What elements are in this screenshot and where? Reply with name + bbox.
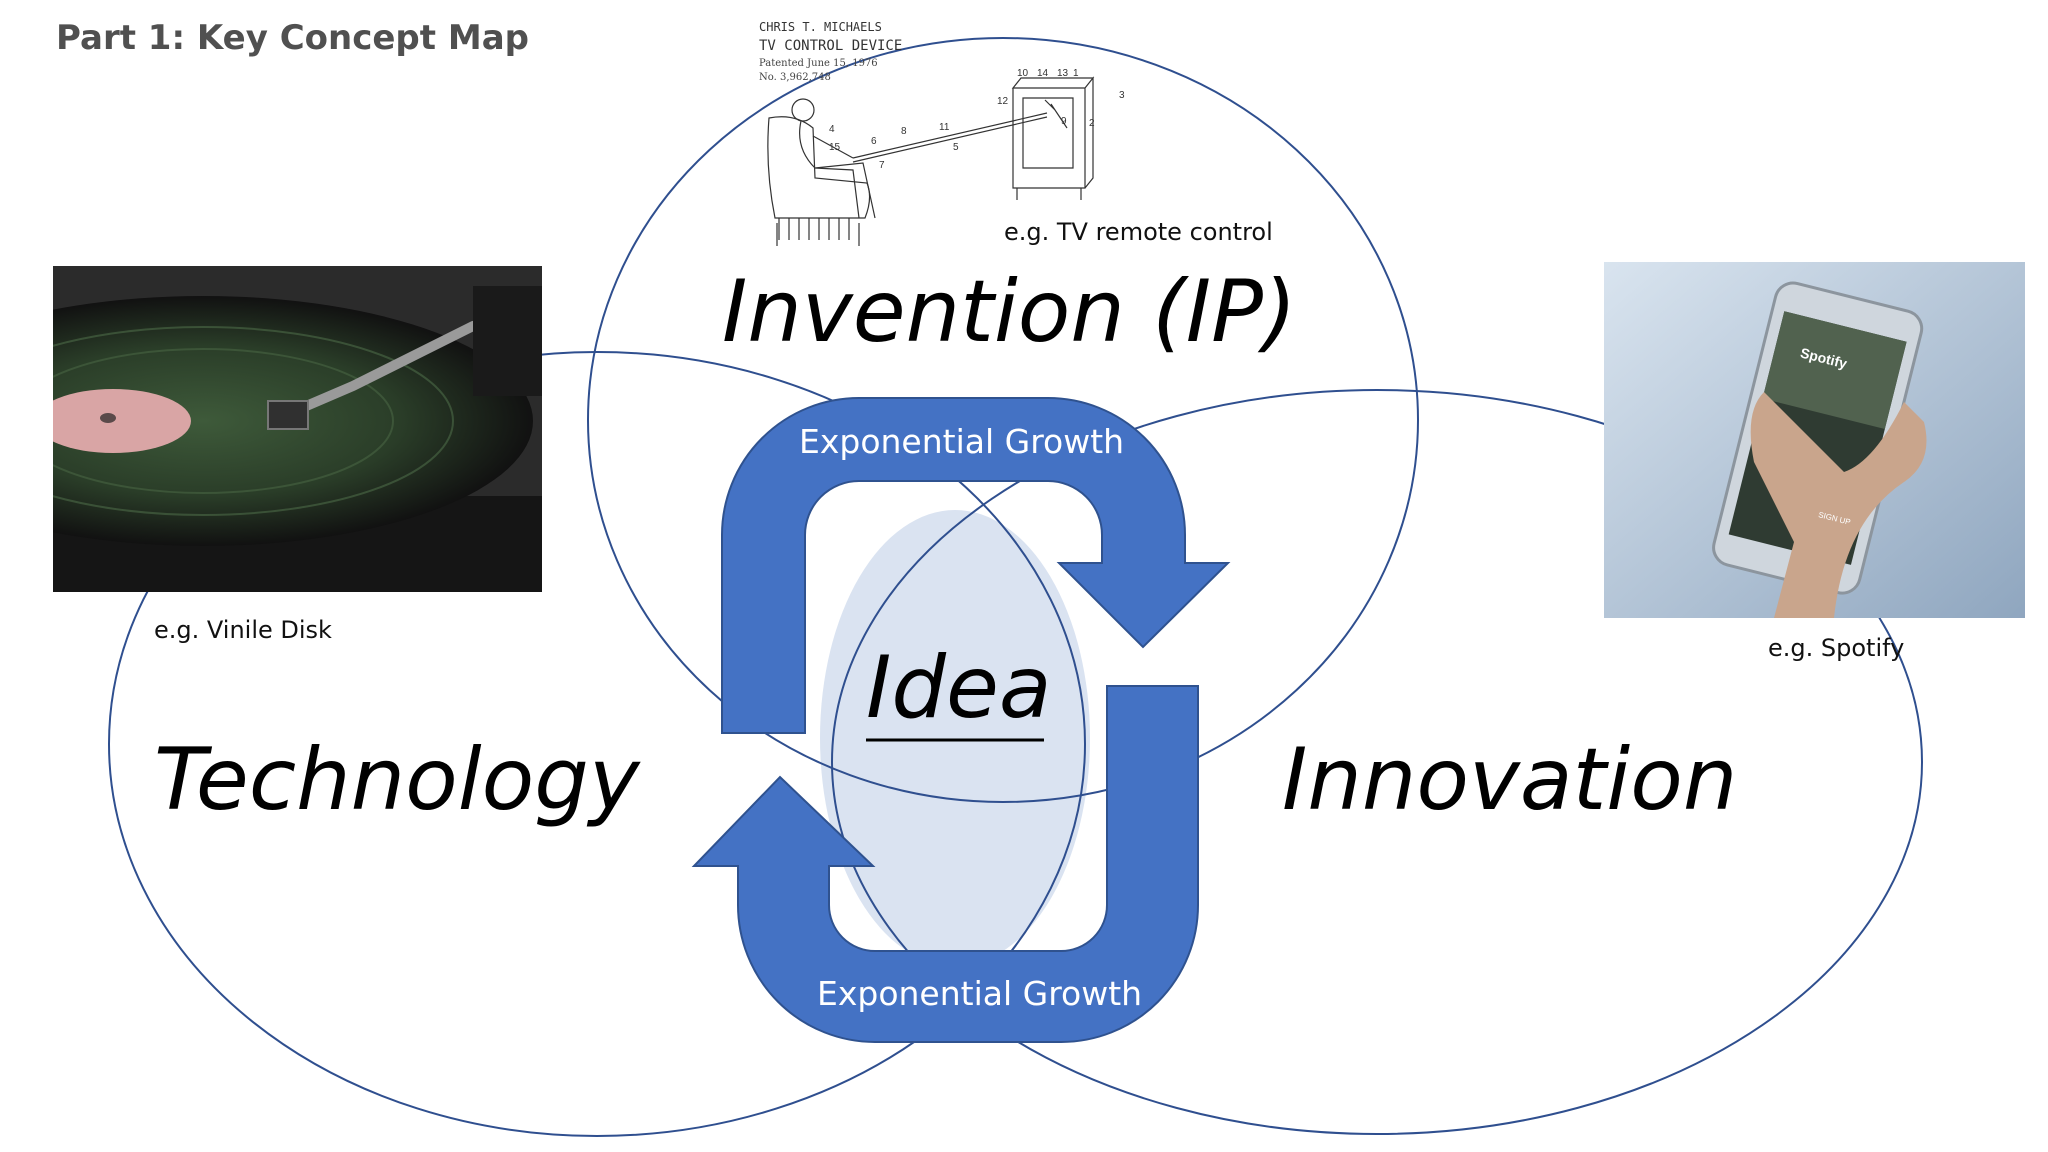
tv-remote-patent-image: CHRIS T. MICHAELS TV CONTROL DEVICE Pate…	[755, 18, 1135, 248]
patent-drawing-icon	[767, 76, 1095, 246]
patent-number: 2	[1089, 118, 1095, 129]
patent-number: 12	[997, 96, 1009, 107]
patent-number: 14	[1037, 68, 1049, 79]
growth-arrow-top	[721, 397, 1231, 734]
vinyl-turntable-icon	[53, 266, 542, 592]
slide-title: Part 1: Key Concept Map	[56, 18, 529, 58]
innovation-circle	[831, 389, 1923, 1135]
invention-example-caption: e.g. TV remote control	[1004, 218, 1273, 246]
phone-in-hand-icon	[1604, 262, 2025, 618]
technology-label: Technology	[154, 730, 640, 830]
idea-ellipse	[820, 510, 1090, 966]
invention-circle	[587, 37, 1419, 803]
patent-number: 10	[1017, 68, 1029, 79]
patent-number: 4	[829, 124, 835, 135]
technology-example-caption: e.g. Vinile Disk	[154, 616, 332, 644]
patent-number: 13	[1057, 68, 1069, 79]
patent-number: 8	[901, 126, 907, 137]
spotify-phone-photo: Spotify SIGN UP	[1604, 262, 2025, 618]
patent-text-line: No. 3,962,748	[759, 72, 831, 83]
patent-number: 9	[1061, 116, 1067, 127]
innovation-label: Innovation	[1282, 730, 1738, 830]
patent-number: 1	[1073, 68, 1079, 79]
idea-label: Idea	[866, 638, 1052, 738]
innovation-example-caption: e.g. Spotify	[1768, 634, 1905, 662]
technology-circle	[108, 351, 1086, 1137]
patent-text-line: Patented June 15, 1976	[759, 58, 878, 69]
growth-arrow-bottom	[691, 685, 1199, 1043]
bottom-growth-label: Exponential Growth	[817, 974, 1143, 1013]
patent-number: 11	[939, 122, 950, 133]
top-growth-label: Exponential Growth	[799, 422, 1125, 461]
patent-text-line: TV CONTROL DEVICE	[759, 38, 903, 54]
patent-number: 7	[879, 160, 885, 171]
patent-number: 3	[1119, 90, 1125, 101]
invention-label: Invention (IP)	[722, 262, 1297, 362]
vinyl-record-photo	[53, 266, 542, 592]
patent-number: 6	[871, 136, 877, 147]
patent-number: 5	[953, 142, 959, 153]
patent-text-line: CHRIS T. MICHAELS	[759, 20, 882, 34]
patent-number: 15	[829, 142, 841, 153]
